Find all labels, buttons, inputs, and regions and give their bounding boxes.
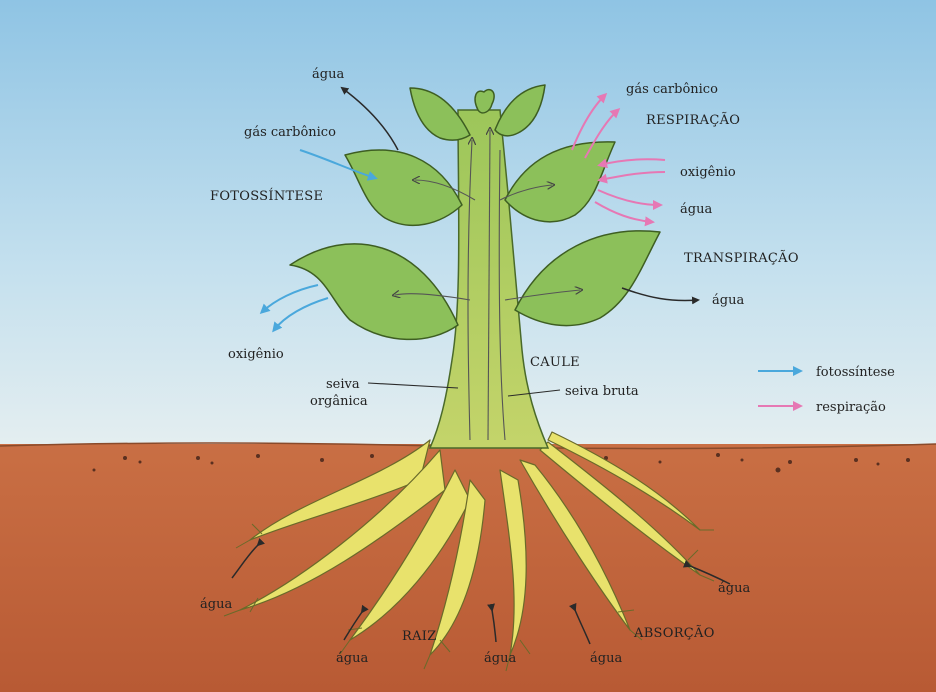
label-agua-root-bc: água (484, 651, 516, 666)
label-agua-root-right: água (718, 581, 750, 596)
label-agua-right-top: água (680, 202, 712, 217)
label-fotossintese: FOTOSSÍNTESE (210, 188, 323, 204)
label-transpiracao: TRANSPIRAÇÃO (684, 250, 799, 266)
label-respiracao: RESPIRAÇÃO (646, 112, 740, 128)
legend-label-respiracao: respiração (816, 400, 886, 415)
label-gas-carbonico-right: gás carbônico (626, 82, 718, 97)
label-seiva-bruta: seiva bruta (565, 384, 639, 399)
label-agua-transpiracao: água (712, 293, 744, 308)
legend-label-fotossintese: fotossíntese (816, 365, 895, 380)
label-seiva-organica-1: seiva (326, 377, 360, 392)
label-agua-top: água (312, 67, 344, 82)
label-gas-carbonico-left: gás carbônico (244, 125, 336, 140)
label-absorcao: ABSORÇÃO (633, 625, 715, 641)
label-caule: CAULE (530, 355, 580, 370)
label-oxigenio-right: oxigênio (680, 165, 736, 180)
label-agua-root-br: água (590, 651, 622, 666)
label-oxigenio-left: oxigênio (228, 347, 284, 362)
label-agua-root-left: água (200, 597, 232, 612)
label-raiz: RAIZ (402, 629, 437, 644)
label-seiva-organica-2: orgânica (310, 394, 368, 409)
label-agua-root-bl: água (336, 651, 368, 666)
